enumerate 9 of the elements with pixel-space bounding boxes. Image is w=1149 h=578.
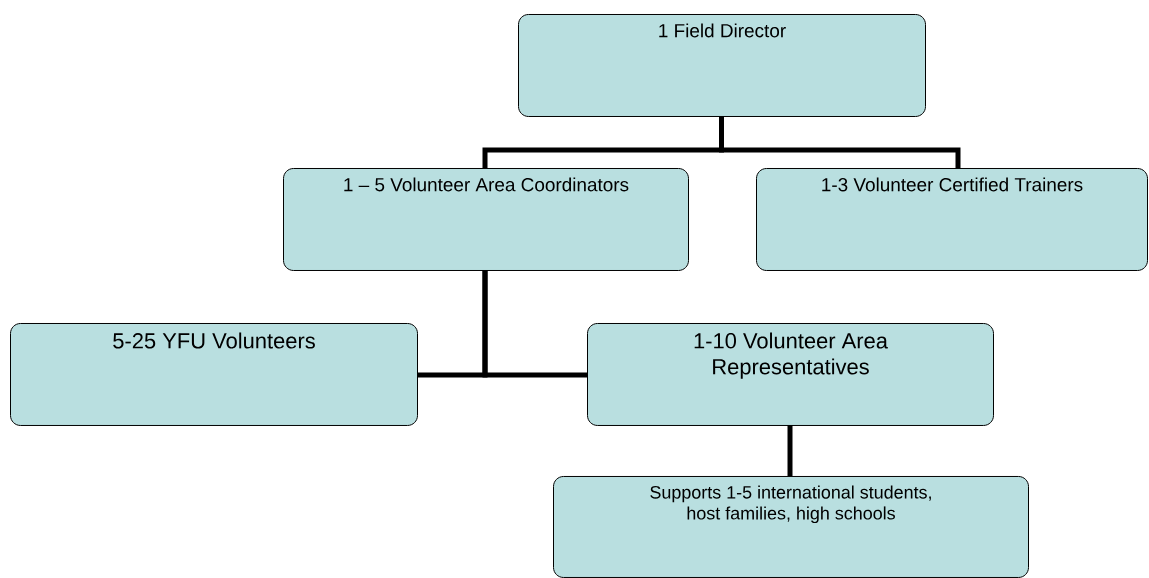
- org-box: 1 – 5 Volunteer Area Coordinators: [283, 168, 689, 271]
- connector-line: [482, 270, 587, 378]
- connector-line: [787, 425, 793, 476]
- org-box: 1 Field Director: [518, 14, 926, 117]
- org-box: 5-25 YFU Volunteers: [10, 323, 418, 426]
- org-box: 1-10 Volunteer Area Representatives: [587, 323, 994, 426]
- connector-line: [719, 116, 961, 168]
- org-box: Supports 1-5 international students, host families, high schools: [553, 476, 1029, 578]
- org-box: 1-3 Volunteer Certified Trainers: [756, 168, 1148, 271]
